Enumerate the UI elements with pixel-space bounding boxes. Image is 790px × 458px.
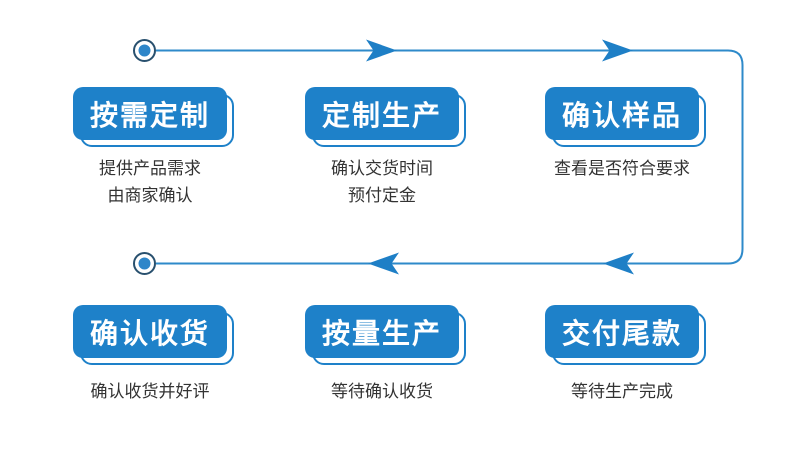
arrow-left-icon — [603, 252, 634, 275]
arrow-right-icon — [366, 39, 397, 62]
desc-line: 预付定金 — [348, 186, 416, 205]
step-label: 定制生产 — [305, 87, 459, 140]
desc-line: 查看是否符合要求 — [554, 159, 690, 178]
step-description: 等待生产完成 — [512, 378, 732, 405]
desc-line: 确认交货时间 — [331, 159, 433, 178]
step-box-confirm-receipt: 确认收货 — [73, 305, 234, 365]
step-label: 确认样品 — [545, 87, 699, 140]
step-description: 确认交货时间 预付定金 — [272, 155, 492, 209]
step-description: 等待确认收货 — [272, 378, 492, 405]
step-label: 确认收货 — [73, 305, 227, 358]
step-label: 按需定制 — [73, 87, 227, 140]
desc-line: 由商家确认 — [107, 186, 193, 205]
connector-line — [156, 49, 744, 265]
step-label: 按量生产 — [305, 305, 459, 358]
arrow-right-icon — [602, 39, 633, 62]
desc-line: 等待生产完成 — [571, 382, 673, 401]
step-label: 交付尾款 — [545, 305, 699, 358]
start-node-bottom-icon — [133, 252, 156, 275]
step-description: 查看是否符合要求 — [512, 155, 732, 182]
step-box-bulk-production: 按量生产 — [305, 305, 466, 365]
desc-line: 确认收货并好评 — [90, 382, 210, 401]
desc-line: 等待确认收货 — [331, 382, 433, 401]
step-box-custom-on-demand: 按需定制 — [73, 87, 234, 147]
step-box-custom-production: 定制生产 — [305, 87, 466, 147]
start-node-top-icon — [133, 39, 156, 62]
desc-line: 提供产品需求 — [99, 159, 201, 178]
step-description: 确认收货并好评 — [40, 378, 260, 405]
arrow-left-icon — [368, 252, 399, 275]
step-description: 提供产品需求 由商家确认 — [40, 155, 260, 209]
step-box-confirm-sample: 确认样品 — [545, 87, 706, 147]
step-box-pay-balance: 交付尾款 — [545, 305, 706, 365]
